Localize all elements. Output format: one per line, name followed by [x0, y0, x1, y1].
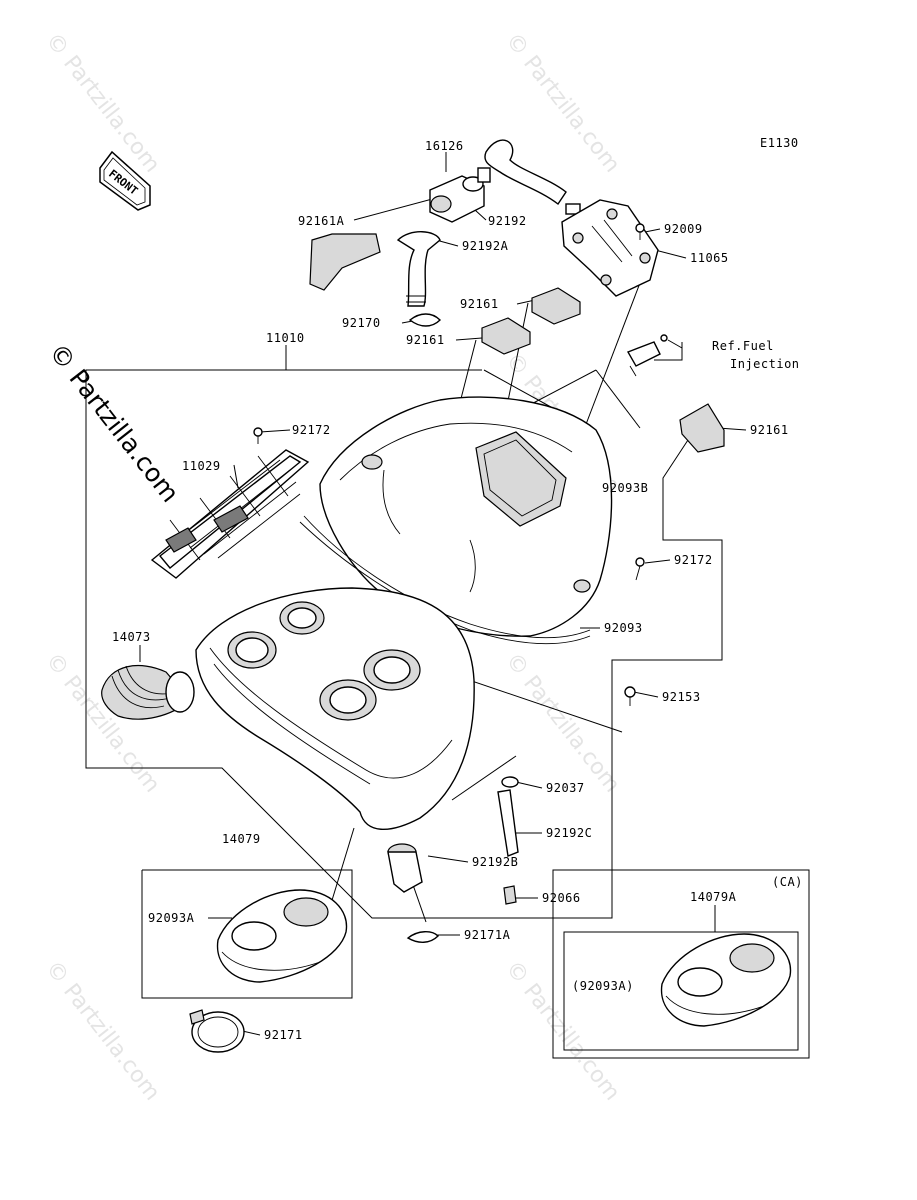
cover-14079A	[660, 933, 792, 1027]
drain-92192B	[387, 843, 423, 893]
pad-92161	[481, 317, 531, 355]
clip-92170	[408, 313, 441, 327]
watermark-tile: © Partzilla.com	[40, 28, 164, 177]
plug-92066	[503, 885, 517, 905]
watermark-tile: © Partzilla.com	[500, 28, 624, 177]
housing-lower	[195, 587, 475, 831]
label-92171A: 92171A	[464, 928, 511, 942]
label-92037: 92037	[546, 781, 585, 795]
label-92170: 92170	[342, 316, 381, 330]
label-92009: 92009	[664, 222, 703, 236]
bolt-92153	[624, 686, 636, 706]
ref-note-line2: Injection	[730, 357, 800, 371]
bracket-92161A	[309, 233, 381, 291]
screw-92172	[635, 557, 645, 581]
bolt-92009	[635, 223, 645, 240]
label-92192B: 92192B	[472, 855, 518, 869]
label-92161A: 92161A	[298, 214, 345, 228]
hose-92192	[484, 139, 567, 206]
hose-92192A	[396, 231, 441, 307]
label-11065: 11065	[690, 251, 729, 265]
label-92192A: 92192A	[462, 239, 509, 253]
label-11010: 11010	[266, 331, 305, 345]
clip-92171A	[406, 931, 439, 943]
pad-92161	[531, 287, 581, 325]
label-14079: 14079	[222, 832, 261, 846]
gasket-92093	[299, 521, 591, 645]
ref-note-line1: Ref.Fuel	[712, 339, 774, 353]
watermark-tile: © Partzilla.com	[500, 648, 624, 797]
label-92161-upper: 92161	[460, 297, 499, 311]
watermark-main: © Partzilla.com	[43, 338, 185, 508]
label-92153: 92153	[662, 690, 701, 704]
label-92161-right: 92161	[750, 423, 789, 437]
screw-92172	[253, 427, 263, 444]
label-92093: 92093	[604, 621, 643, 635]
label-92161-middle: 92161	[406, 333, 445, 347]
label-92192: 92192	[488, 214, 527, 228]
valve-16126	[429, 167, 491, 223]
sensor-fuel-injection	[626, 334, 668, 377]
cover-14079	[216, 889, 348, 983]
housing-upper-11010	[303, 396, 613, 639]
filter-element-11029	[150, 449, 310, 579]
clamp-92037	[501, 776, 519, 788]
label-92093B: 92093B	[602, 481, 648, 495]
label-92172-lower: 92172	[674, 553, 713, 567]
label-92093A: 92093A	[148, 911, 195, 925]
label-92171: 92171	[264, 1028, 303, 1042]
cover-11065	[561, 199, 659, 297]
hose-clamp	[565, 203, 581, 215]
region-label-ca: (CA)	[772, 875, 803, 889]
label-16126: 16126	[425, 139, 464, 153]
band-92171	[189, 1009, 245, 1053]
label-92192C: 92192C	[546, 826, 592, 840]
label-92066: 92066	[542, 891, 581, 905]
watermark-tile: © Partzilla.com	[40, 956, 164, 1105]
part-labels: 16126 92192 92161A 92192A 92009 11065 92…	[112, 139, 803, 1042]
diagram-code: E1130	[760, 136, 799, 150]
label-11029: 11029	[182, 459, 221, 473]
duct-14073	[101, 665, 195, 720]
pad-92161	[679, 403, 725, 453]
hose-92192C	[497, 789, 519, 857]
label-92093A-paren: (92093A)	[572, 979, 634, 993]
label-14073: 14073	[112, 630, 151, 644]
label-92172-upper: 92172	[292, 423, 331, 437]
label-14079A: 14079A	[690, 890, 737, 904]
